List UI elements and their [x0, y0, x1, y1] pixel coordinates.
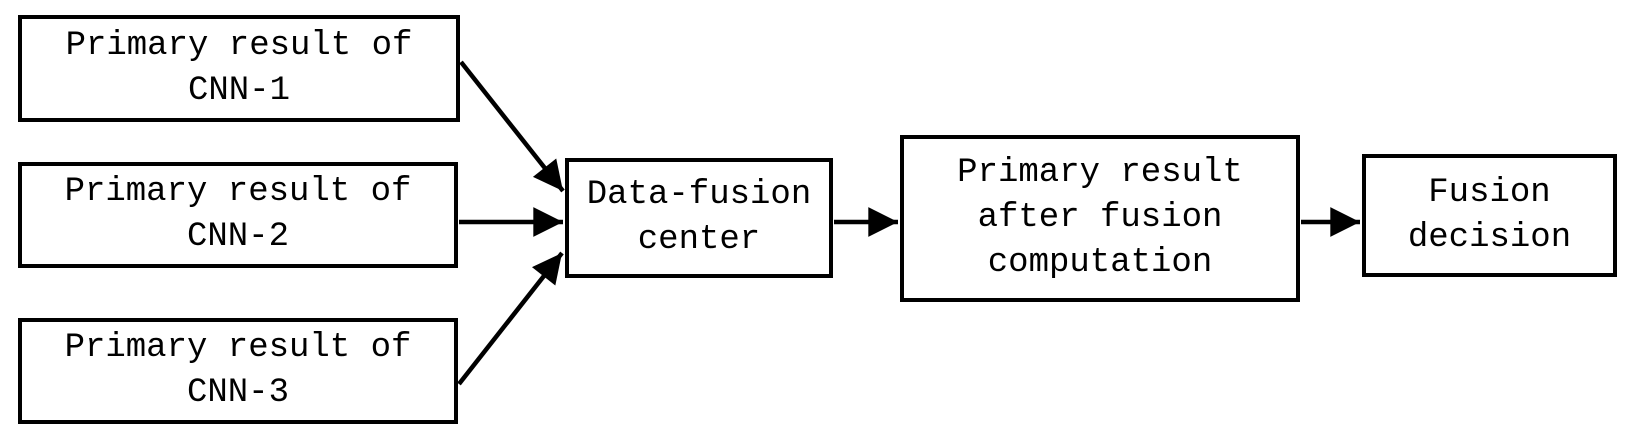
node-primary-result-cnn3-label: Primary result of CNN-3 [64, 329, 412, 412]
node-primary-result-cnn1-label: Primary result of CNN-1 [65, 26, 413, 110]
arrow-cnn1-to-fusion-center [459, 60, 565, 193]
node-fusion-decision-label: Fusion decision [1407, 173, 1572, 257]
node-fusion-decision: Fusion decision [1362, 154, 1617, 277]
arrow-cnn3-to-fusion-center [457, 251, 564, 386]
node-primary-result-cnn2-label: Primary result of CNN-2 [64, 173, 412, 256]
node-primary-result-cnn1: Primary result of CNN-1 [18, 15, 460, 122]
node-primary-result-after-fusion-label: Primary result after fusion computation [957, 154, 1243, 282]
node-data-fusion-center: Data-fusion center [565, 158, 833, 278]
node-primary-result-cnn2: Primary result of CNN-2 [18, 162, 458, 268]
node-primary-result-cnn3: Primary result of CNN-3 [18, 318, 458, 424]
node-data-fusion-center-label: Data-fusion center [586, 176, 812, 259]
node-primary-result-after-fusion: Primary result after fusion computation [900, 135, 1300, 302]
